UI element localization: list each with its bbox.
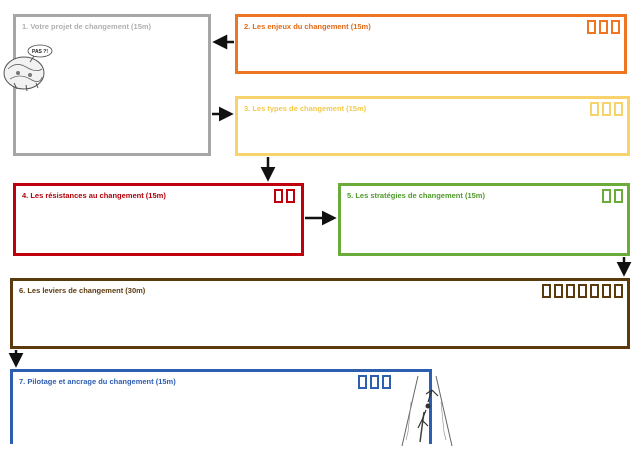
marker <box>614 102 623 116</box>
step-6-box: 6. Les leviers de changement (30m) <box>10 278 630 349</box>
step-7-title: 7. Pilotage et ancrage du changement (15… <box>19 377 176 386</box>
marker <box>602 102 611 116</box>
step-2-markers <box>587 20 620 34</box>
step-4-title: 4. Les résistances au changement (15m) <box>22 191 166 200</box>
step-2-box: 2. Les enjeux du changement (15m) <box>235 14 627 74</box>
marker <box>614 189 623 203</box>
marker <box>566 284 575 298</box>
step-3-box: 3. Les types de changement (15m) <box>235 96 630 156</box>
step-7-markers <box>358 375 391 389</box>
step-2-title: 2. Les enjeux du changement (15m) <box>244 22 371 31</box>
marker <box>587 20 596 34</box>
step-7-box: 7. Pilotage et ancrage du changement (15… <box>10 369 432 444</box>
marker <box>578 284 587 298</box>
step-6-title: 6. Les leviers de changement (30m) <box>19 286 146 295</box>
step-1-box: 1. Votre projet de changement (15m) <box>13 14 211 156</box>
marker <box>602 284 611 298</box>
marker <box>286 189 295 203</box>
marker <box>274 189 283 203</box>
step-1-title: 1. Votre projet de changement (15m) <box>22 22 152 31</box>
marker <box>382 375 391 389</box>
step-5-box: 5. Les stratégies de changement (15m) <box>338 183 630 256</box>
marker <box>542 284 551 298</box>
marker <box>590 102 599 116</box>
cartoon-road-direction-illustration <box>401 375 453 447</box>
speech-bubble-text: PAS ?! <box>32 49 48 55</box>
marker <box>599 20 608 34</box>
step-6-markers <box>542 284 623 298</box>
cartoon-globe-illustration: PAS ?! <box>3 44 53 92</box>
marker <box>590 284 599 298</box>
marker <box>602 189 611 203</box>
step-5-title: 5. Les stratégies de changement (15m) <box>347 191 485 200</box>
step-5-markers <box>602 189 623 203</box>
marker <box>611 20 620 34</box>
marker <box>614 284 623 298</box>
step-4-box: 4. Les résistances au changement (15m) <box>13 183 304 256</box>
step-3-markers <box>590 102 623 116</box>
step-4-markers <box>274 189 295 203</box>
marker <box>358 375 367 389</box>
marker <box>554 284 563 298</box>
marker <box>370 375 379 389</box>
step-3-title: 3. Les types de changement (15m) <box>244 104 367 113</box>
